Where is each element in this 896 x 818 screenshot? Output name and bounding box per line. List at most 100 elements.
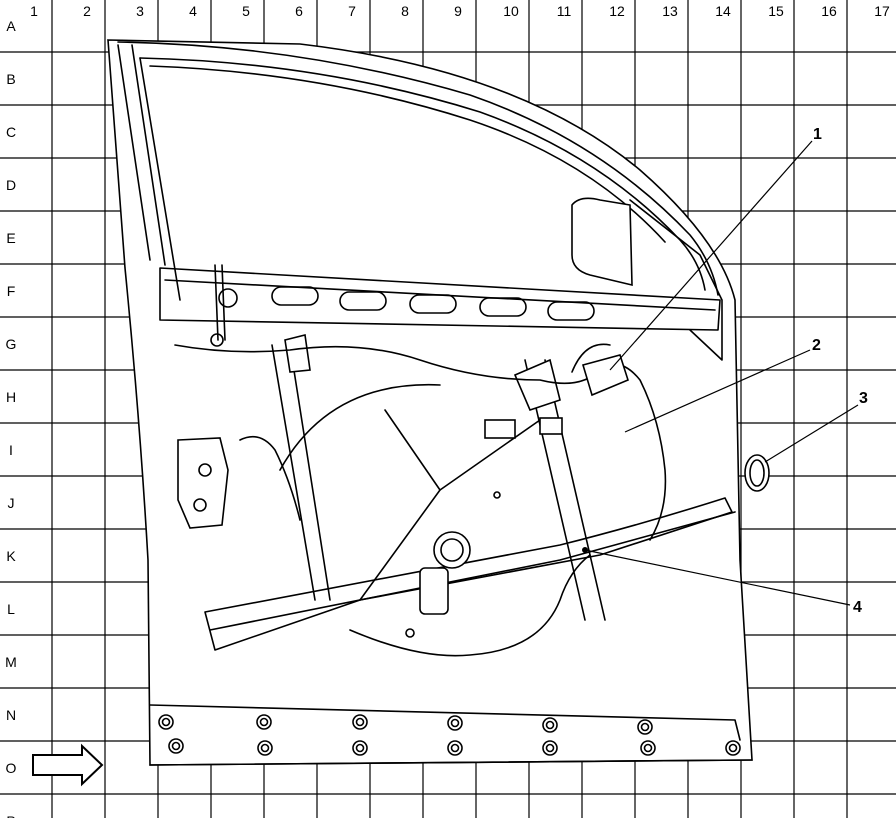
- right-arrow-icon: [32, 743, 104, 787]
- wiring-harness-branch: [239, 435, 301, 521]
- fastener: [542, 740, 558, 756]
- fastener: [352, 740, 368, 756]
- wiring-harness-main: [174, 344, 667, 541]
- column-label: 7: [348, 3, 356, 19]
- door-outer-shell: [107, 39, 753, 766]
- column-label: 14: [715, 3, 731, 19]
- row-labels: ABCDEFGHIJKLMNOP: [5, 18, 17, 818]
- door-panel: [107, 39, 770, 766]
- fastener-inner: [171, 741, 181, 751]
- row-label: M: [5, 654, 17, 670]
- callout-2-label: 2: [812, 337, 821, 354]
- door-bottom-panel: [149, 704, 741, 741]
- column-label: 12: [609, 3, 625, 19]
- window-frame-inner: [139, 57, 706, 291]
- fastener-inner: [355, 717, 365, 727]
- harness-connector: [581, 354, 629, 397]
- column-label: 16: [821, 3, 837, 19]
- row-label: G: [6, 336, 17, 352]
- column-label: 8: [401, 3, 409, 19]
- column-label: 15: [768, 3, 784, 19]
- regulator-rail-front: [271, 344, 331, 601]
- column-label: 3: [136, 3, 144, 19]
- fastener-inner: [260, 743, 270, 753]
- fastener-inner: [545, 743, 555, 753]
- harness-module-2: [539, 417, 563, 435]
- row-label: B: [6, 71, 15, 87]
- column-label: 13: [662, 3, 678, 19]
- harness-module-1: [484, 419, 516, 439]
- fastener: [256, 714, 272, 730]
- column-label: 9: [454, 3, 462, 19]
- fastener: [447, 715, 463, 731]
- door-latch: [177, 437, 229, 529]
- fastener: [725, 740, 741, 756]
- fastener-inner: [450, 743, 460, 753]
- fastener: [352, 714, 368, 730]
- column-label: 2: [83, 3, 91, 19]
- row-label: D: [6, 177, 16, 193]
- fastener-inner: [450, 718, 460, 728]
- door-grommet: [744, 454, 770, 492]
- callout-1: 1: [609, 126, 822, 371]
- fastener: [158, 714, 174, 730]
- callout-2: 2: [624, 337, 821, 433]
- column-label: 6: [295, 3, 303, 19]
- fastener: [637, 719, 653, 735]
- belt-cutouts: [218, 286, 595, 321]
- fastener-inner: [259, 717, 269, 727]
- fastener-inner: [728, 743, 738, 753]
- column-label: 11: [557, 3, 572, 19]
- callout-3: 3: [764, 390, 868, 463]
- row-label: C: [6, 124, 16, 140]
- column-label: 17: [874, 3, 890, 19]
- fastener: [168, 738, 184, 754]
- row-label: H: [6, 389, 16, 405]
- fastener-inner: [643, 743, 653, 753]
- fastener: [257, 740, 273, 756]
- row-label: E: [6, 230, 15, 246]
- regulator-cable-1: [279, 383, 441, 471]
- row-label: N: [6, 707, 16, 723]
- fastener: [542, 717, 558, 733]
- lower-rail-2: [209, 511, 736, 631]
- lower-rail: [204, 497, 733, 651]
- fastener-inner: [545, 720, 555, 730]
- mirror-mount: [571, 197, 633, 287]
- wiring-harness-lower: [349, 554, 591, 657]
- belt-reinforcement: [159, 267, 721, 331]
- column-label: 4: [189, 3, 197, 19]
- door-fasteners: [158, 714, 741, 756]
- fastener: [447, 740, 463, 756]
- row-label: L: [7, 601, 15, 617]
- callout-4: 4: [582, 547, 862, 616]
- row-label: J: [8, 495, 15, 511]
- callout-1-label: 1: [813, 126, 822, 143]
- mirror-bracket: [629, 199, 723, 361]
- callout-4-label: 4: [853, 599, 862, 616]
- fastener-inner: [355, 743, 365, 753]
- window-motor-housing: [419, 567, 449, 615]
- callout-3-label: 3: [859, 390, 868, 407]
- regulator-cable-3: [359, 489, 441, 601]
- window-run-channel: [117, 44, 181, 301]
- fastener: [640, 740, 656, 756]
- row-label: I: [9, 442, 13, 458]
- row-label: O: [6, 760, 17, 776]
- door-bottom-edge: [149, 759, 753, 766]
- column-label: 5: [242, 3, 250, 19]
- window-motor: [433, 531, 471, 569]
- row-label: K: [6, 548, 16, 564]
- window-frame: [117, 41, 719, 296]
- fastener-inner: [161, 717, 171, 727]
- regulator-bracket-front: [284, 334, 311, 373]
- regulator-bracket-rear: [513, 358, 561, 411]
- column-label: 1: [30, 3, 38, 19]
- window-frame-inner-2: [149, 65, 666, 243]
- column-label: 10: [503, 3, 519, 19]
- row-label: P: [6, 813, 15, 818]
- row-label: F: [7, 283, 16, 299]
- fastener-inner: [640, 722, 650, 732]
